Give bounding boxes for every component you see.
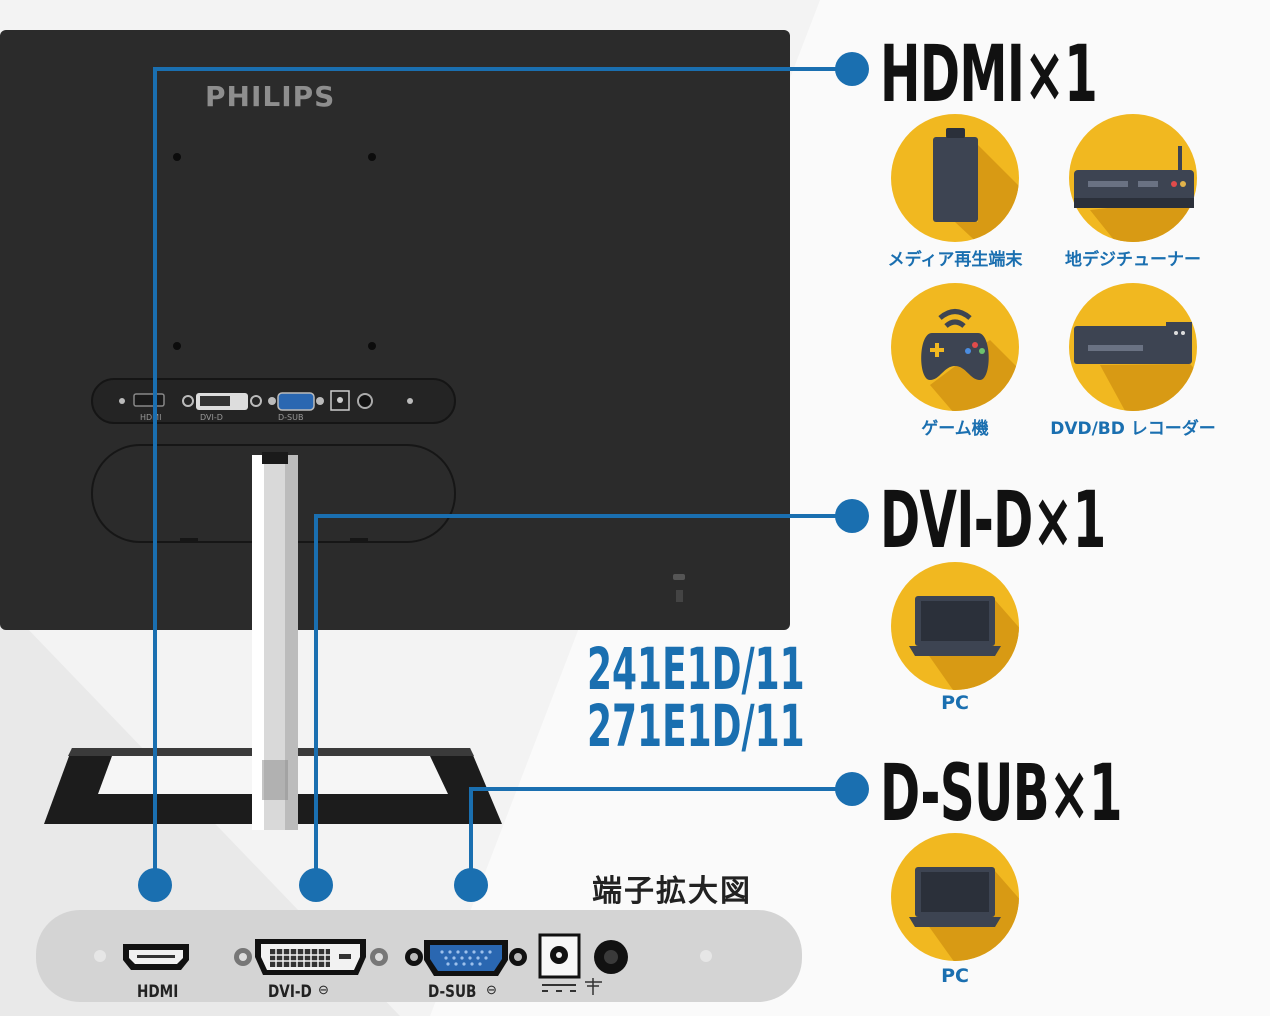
svg-text:DVI-D: DVI-D: [200, 413, 223, 422]
device-label-pc-dvi: PC: [941, 692, 969, 714]
brand-logo: PHILIPS: [205, 80, 336, 113]
svg-text:D-SUB: D-SUB: [278, 413, 303, 422]
model-number-27: 271E1D/11: [587, 692, 805, 760]
dvi-port-icon: [234, 939, 388, 975]
dc-power-port-icon: [538, 933, 581, 992]
dsub-heading: D-SUB×1: [880, 749, 1123, 839]
device-label-recorder: DVD/BD レコーダー: [1050, 419, 1216, 439]
laptop-icon-dsub: [891, 833, 1019, 961]
port-label-dvi: DVI-D: [268, 982, 312, 1002]
media-player-icon: [891, 114, 1019, 242]
device-label-pc-dsub: PC: [941, 965, 969, 987]
recorder-icon: [1069, 283, 1197, 411]
dsub-port-icon: [405, 940, 527, 976]
port-label-dsub: D-SUB: [428, 982, 477, 1002]
device-label-media-player: メディア再生端末: [887, 250, 1023, 270]
hdmi-port-icon: [123, 944, 189, 970]
port-label-hdmi: HDMI: [137, 982, 179, 1002]
dsub-arrow-icon: ⊖: [486, 982, 497, 997]
monitor-back: [0, 30, 790, 630]
zoom-title: 端子拡大図: [592, 874, 752, 909]
device-label-tv-tuner: 地デジチューナー: [1065, 250, 1201, 270]
model-number-24: 241E1D/11: [587, 635, 805, 703]
hdmi-heading: HDMI×1: [880, 30, 1098, 120]
dvi-heading: DVI-D×1: [880, 476, 1106, 566]
dvi-arrow-icon: ⊖: [318, 982, 329, 997]
tv-tuner-icon: [1069, 114, 1197, 242]
device-label-game: ゲーム機: [921, 419, 989, 439]
audio-out-port-icon: [585, 940, 628, 995]
svg-text:HDMI: HDMI: [140, 413, 161, 422]
